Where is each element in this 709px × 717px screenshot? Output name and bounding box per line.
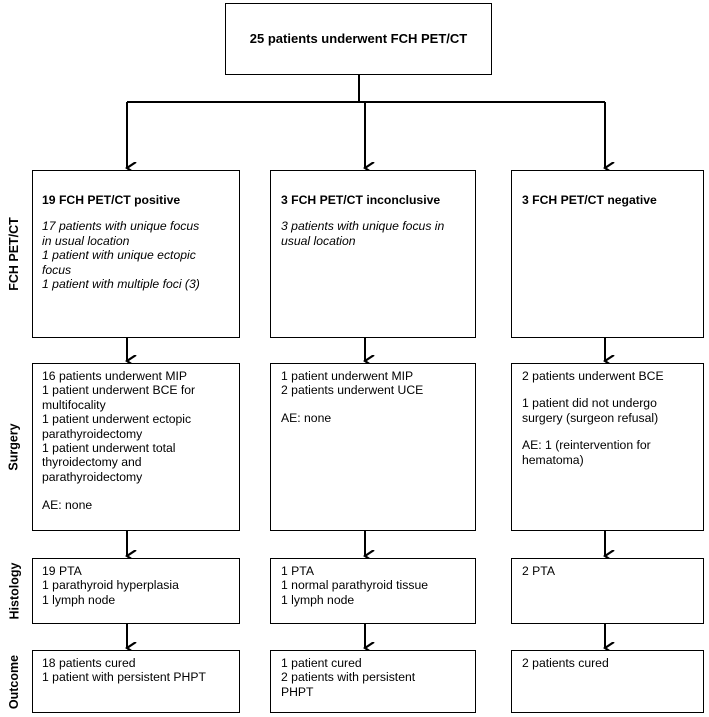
histology-negative-line: 2 PTA [522,564,555,578]
surgery-inconclusive-line: 1 patient underwent MIP [281,369,414,383]
outcome-positive-line: 18 patients cured [42,656,136,670]
pet-positive-line: 17 patients with unique focus [42,219,200,234]
row-label-surgery: Surgery [7,423,21,471]
pet-positive-line: 1 patient with unique ectopic [42,248,196,263]
surgery-positive-line: parathyroidectomy [42,426,143,441]
surgery-positive-line: 1 patient underwent ectopic [42,412,192,427]
surgery-positive-ae: AE: none [42,498,93,513]
surgery-negative-line: surgery (surgeon refusal) [522,410,659,425]
pet-negative-box: 3 FCH PET/CT negative [511,170,704,338]
surgery-inconclusive-ae: AE: none [281,410,332,425]
surgery-negative-line: 1 patient did not undergo [522,396,657,411]
outcome-inconclusive-box: 1 patient cured 2 patients with persiste… [270,650,476,713]
pet-inconclusive-line: usual location [281,233,356,248]
histology-positive-line: 1 parathyroid hyperplasia [42,578,179,593]
pet-negative-title: 3 FCH PET/CT negative [522,193,657,207]
top-box: 25 patients underwent FCH PET/CT [225,3,492,75]
top-box-title: 25 patients underwent FCH PET/CT [249,30,468,46]
histology-inconclusive-line: 1 lymph node [281,592,355,607]
surgery-positive-line: 16 patients underwent MIP [42,369,187,383]
surgery-positive-line: parathyroidectomy [42,469,143,484]
pet-inconclusive-title: 3 FCH PET/CT inconclusive [281,193,441,207]
surgery-positive-box: 16 patients underwent MIP 1 patient unde… [32,363,240,531]
pet-positive-line: 1 patient with multiple foci (3) [42,277,200,292]
histology-negative-box: 2 PTA [511,558,704,624]
surgery-negative-ae: AE: 1 (reintervention for [522,438,651,453]
pet-inconclusive-box: 3 FCH PET/CT inconclusive 3 patients wit… [270,170,476,338]
surgery-negative-line: 2 patients underwent BCE [522,369,664,383]
outcome-inconclusive-line: 1 patient cured [281,656,362,670]
histology-positive-box: 19 PTA 1 parathyroid hyperplasia 1 lymph… [32,558,240,624]
surgery-inconclusive-line: 2 patients underwent UCE [281,383,424,398]
surgery-positive-line: multifocality [42,397,106,412]
outcome-positive-line: 1 patient with persistent PHPT [42,670,206,685]
surgery-negative-box: 2 patients underwent BCE 1 patient did n… [511,363,704,531]
pet-positive-line: focus [42,262,72,277]
pet-positive-line: in usual location [42,233,130,248]
pet-inconclusive-line: 3 patients with unique focus in [281,219,445,234]
outcome-inconclusive-line: PHPT [281,684,314,699]
pet-positive-box: 19 FCH PET/CT positive 17 patients with … [32,170,240,338]
surgery-negative-ae: hematoma) [522,452,584,467]
row-label-pet: FCH PET/CT [7,217,22,291]
surgery-inconclusive-box: 1 patient underwent MIP 2 patients under… [270,363,476,531]
surgery-positive-line: 1 patient underwent BCE for [42,383,196,398]
outcome-positive-box: 18 patients cured 1 patient with persist… [32,650,240,713]
outcome-inconclusive-line: 2 patients with persistent [281,670,416,685]
histology-inconclusive-box: 1 PTA 1 normal parathyroid tissue 1 lymp… [270,558,476,624]
outcome-negative-box: 2 patients cured [511,650,704,713]
histology-positive-line: 19 PTA [42,564,82,578]
row-label-outcome: Outcome [7,654,21,709]
surgery-positive-line: thyroidectomy and [42,455,142,470]
row-label-histology: Histology [7,562,22,620]
histology-inconclusive-line: 1 normal parathyroid tissue [281,578,428,593]
histology-positive-line: 1 lymph node [42,592,116,607]
pet-positive-title: 19 FCH PET/CT positive [42,193,181,207]
histology-inconclusive-line: 1 PTA [281,564,314,578]
surgery-positive-line: 1 patient underwent total [42,441,176,456]
outcome-negative-line: 2 patients cured [522,656,609,670]
